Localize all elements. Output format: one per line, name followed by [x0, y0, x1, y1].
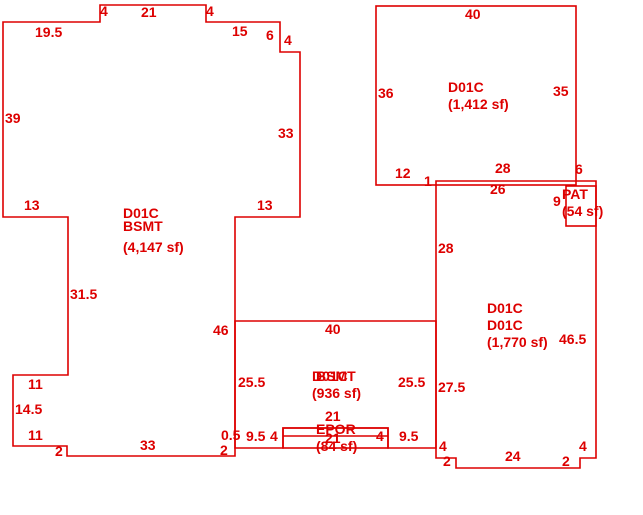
- dim-label: 25.5: [238, 374, 265, 390]
- middle-basement-label: BSMT: [316, 368, 356, 384]
- dim-label: 9.5: [246, 428, 266, 444]
- dim-label: 40: [465, 6, 481, 22]
- dim-label: 13: [24, 197, 40, 213]
- right-block-sf: (1,770 sf): [487, 334, 548, 350]
- dim-label: 6: [266, 27, 274, 43]
- dim-label: 40: [325, 321, 341, 337]
- dim-label: 46: [213, 322, 229, 338]
- dim-label: 21: [325, 430, 341, 446]
- right-block-code-2: D01C: [487, 317, 523, 333]
- porch-sf: (84 sf): [316, 438, 357, 454]
- dim-label: 12: [395, 165, 411, 181]
- dim-label: 14.5: [15, 401, 42, 417]
- dim-label: 33: [278, 125, 294, 141]
- middle-basement-code: D01C: [312, 368, 348, 384]
- dim-label: 25.5: [398, 374, 425, 390]
- right-block-code: D01C: [487, 300, 523, 316]
- dim-label: 4: [579, 438, 587, 454]
- dim-label: 28: [438, 240, 454, 256]
- dim-label: 4: [376, 428, 384, 444]
- dim-label: 46.5: [559, 331, 586, 347]
- dim-label: 15: [232, 23, 248, 39]
- dim-label: 2: [562, 453, 570, 469]
- dim-label: 24: [505, 448, 521, 464]
- dim-label: 27.5: [438, 379, 465, 395]
- dim-label: 4: [270, 428, 278, 444]
- dim-label: 4: [284, 32, 292, 48]
- dim-label: 33: [140, 437, 156, 453]
- dim-label: 0.5: [221, 427, 241, 443]
- dim-label: 2: [55, 443, 63, 459]
- dim-label: 1: [424, 173, 432, 189]
- dim-label: 39: [5, 110, 21, 126]
- dim-label: 9.5: [399, 428, 419, 444]
- dim-label: 4: [206, 3, 214, 19]
- basement-sf: (4,147 sf): [123, 239, 184, 255]
- right-block-outline: [435, 180, 597, 469]
- dim-label: 31.5: [70, 286, 97, 302]
- dim-label: 6: [575, 161, 583, 177]
- middle-basement-sf: (936 sf): [312, 385, 361, 401]
- dim-label: 36: [378, 85, 394, 101]
- dim-label: 11: [28, 427, 43, 443]
- dim-label: 4: [439, 438, 447, 454]
- dim-label: 2: [443, 453, 451, 469]
- dim-label: 11: [28, 376, 43, 392]
- dim-label: 35: [553, 83, 569, 99]
- patio-label: PAT: [562, 186, 588, 202]
- dim-label: 26: [490, 181, 506, 197]
- porch-outline: [282, 427, 389, 449]
- upper-block-sf: (1,412 sf): [448, 96, 509, 112]
- dim-label: 4: [100, 3, 108, 19]
- dim-label: 19.5: [35, 24, 62, 40]
- dim-label: 28: [495, 160, 511, 176]
- dim-label: 9: [553, 193, 561, 209]
- patio-outline: [565, 185, 597, 227]
- upper-block-code: D01C: [448, 79, 484, 95]
- porch-label: EPOR: [316, 421, 356, 437]
- dim-label: 21: [141, 4, 157, 20]
- patio-sf: (54 sf): [562, 203, 603, 219]
- dim-label: 13: [257, 197, 273, 213]
- basement-label: BSMT: [123, 218, 163, 234]
- basement-outline: [2, 4, 301, 457]
- basement-code: D01C: [123, 205, 159, 221]
- upper-block-outline: [375, 5, 577, 186]
- dim-label: 2: [220, 442, 228, 458]
- dim-label: 21: [325, 408, 341, 424]
